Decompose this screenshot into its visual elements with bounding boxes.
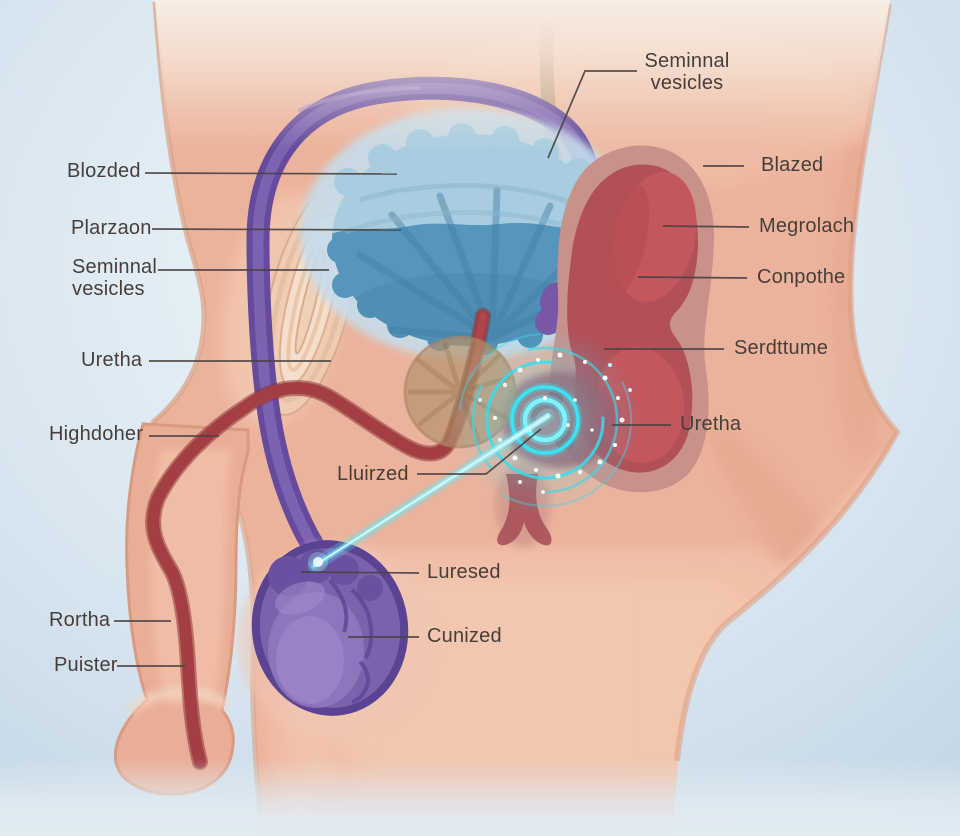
body-edge-right <box>674 3 901 762</box>
label-puister: Puister <box>54 654 118 676</box>
leader-luresed <box>300 571 420 574</box>
body-edge-left <box>150 1 207 425</box>
label-uretha-right: Uretha <box>680 413 742 435</box>
label-plarzaon: Plarzaon <box>71 217 152 239</box>
sparkles <box>478 352 632 494</box>
label-seminal-vesicles-top: Seminnal vesicles <box>644 50 730 95</box>
leader-blozded <box>144 172 398 175</box>
top-fade <box>150 0 898 150</box>
leader-lines <box>114 70 750 667</box>
label-cunized: Cunized <box>427 625 502 647</box>
label-blazed: Blazed <box>761 154 824 176</box>
leader-conpothe <box>637 276 748 279</box>
leader-seminal-top <box>547 70 637 159</box>
label-seminal-vesicles-left: Seminnal vesicles <box>72 256 157 301</box>
label-rortha: Rortha <box>49 609 111 631</box>
label-highdoher: Highdoher <box>49 423 144 445</box>
label-serdttume: Serdttume <box>734 337 829 359</box>
bottom-fade <box>0 758 960 836</box>
label-conpothe: Conpothe <box>757 266 846 288</box>
leader-lluirzed <box>417 428 542 475</box>
label-uretha-left: Uretha <box>81 349 143 371</box>
testicle <box>237 540 433 738</box>
label-luresed: Luresed <box>427 561 501 583</box>
leader-megrolach <box>662 225 750 228</box>
leader-plarzaon <box>151 228 402 231</box>
treatment-beam <box>307 409 555 573</box>
label-megrolach: Megrolach <box>759 215 855 237</box>
label-lluirzed: Lluirzed <box>337 463 409 485</box>
label-blozded: Blozded <box>67 160 141 182</box>
